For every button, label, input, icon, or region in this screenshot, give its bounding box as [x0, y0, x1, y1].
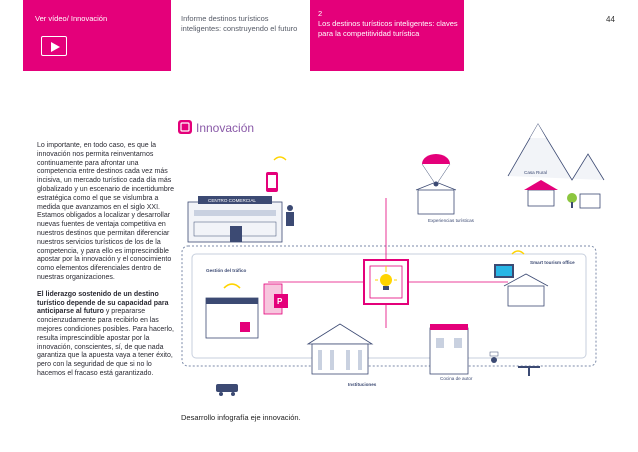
person-icon [286, 205, 294, 226]
paragraph-2-bold: El liderazgo sostenido de un destino tur… [37, 290, 169, 316]
video-link[interactable]: Ver vídeo/ Innovación [35, 14, 108, 23]
smartphone-icon [266, 156, 287, 192]
paragraph-2-rest: y prepararse concienzudamente para recib… [37, 308, 174, 377]
chef-restaurant: Cocina de autor [429, 324, 540, 381]
video-band[interactable]: Ver vídeo/ Innovación [23, 0, 171, 71]
mountains-illustration: Casa Rural [507, 123, 605, 209]
lightbulb-center [363, 259, 409, 305]
traffic-management: Gestión del tráfico P [205, 268, 288, 339]
play-icon [51, 42, 60, 52]
svg-text:P: P [277, 297, 283, 306]
connection-lines [268, 198, 508, 328]
section-title: Los destinos turísticos inteligentes: cl… [318, 19, 458, 38]
experiences-building: Experiencias turísticas [415, 181, 475, 223]
paragraph-2: El liderazgo sostenido de un destino tur… [37, 291, 176, 379]
section-band: 2 Los destinos turísticos inteligentes: … [310, 0, 464, 71]
infographic-caption: Desarrollo infografía eje innovación. [181, 413, 301, 422]
innovation-infographic: Innovación CENTRO COMERCIAL [178, 120, 605, 396]
report-title-band: Informe destinos turísticos inteligentes… [171, 0, 310, 71]
report-title: Informe destinos turísticos inteligentes… [181, 14, 298, 33]
play-button[interactable] [41, 36, 67, 56]
infographic-title: Innovación [196, 121, 254, 135]
label-experiencias-text: Experiencias turísticas [428, 218, 475, 223]
label-experiencias: Experiencias turísticas [428, 218, 475, 223]
page-number: 44 [606, 15, 615, 24]
label-casa-rural: Casa Rural [524, 170, 547, 175]
body-text: Lo importante, en todo caso, es que la i… [37, 142, 176, 387]
label-gestion-trafico: Gestión del tráfico [206, 268, 247, 273]
label-instituciones: Instituciones [348, 382, 377, 387]
institutions-building: Instituciones [306, 323, 377, 387]
car-icon [216, 384, 238, 396]
label-cocina-autor: Cocina de autor [440, 376, 473, 381]
section-number: 2 [318, 9, 323, 18]
smart-tourism-office: Smart tourism office [494, 250, 575, 307]
shopping-centre-building: CENTRO COMERCIAL [187, 196, 283, 243]
innovation-title-badge: Innovación [178, 120, 254, 135]
label-centro-comercial: CENTRO COMERCIAL [208, 198, 256, 203]
paragraph-1: Lo importante, en todo caso, es que la i… [37, 142, 174, 281]
label-smart-office: Smart tourism office [530, 260, 575, 265]
dotted-perimeter [181, 245, 597, 367]
